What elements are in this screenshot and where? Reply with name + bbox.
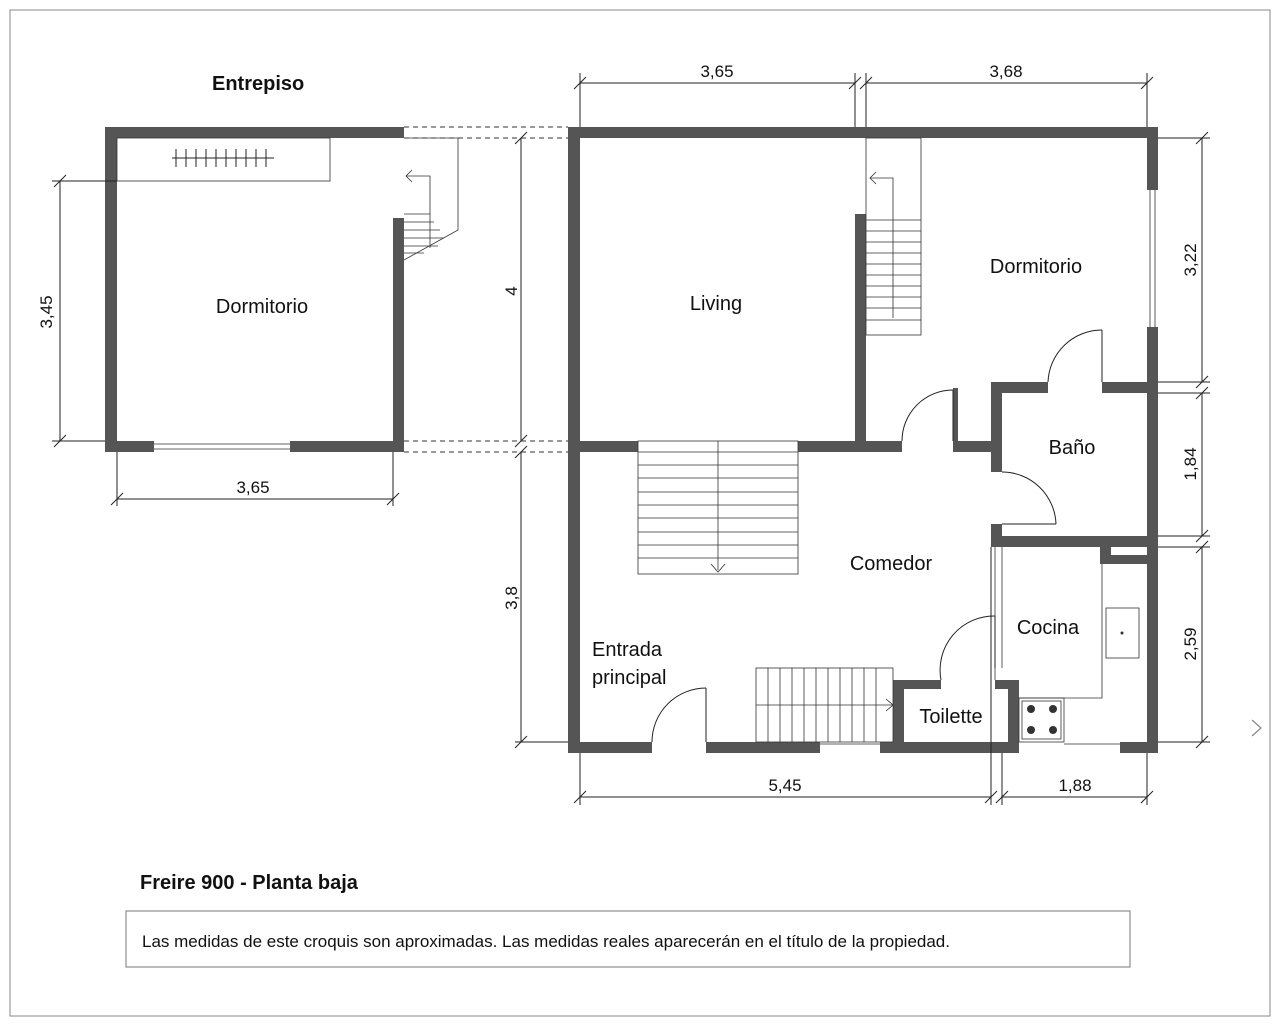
wall [855, 214, 866, 452]
stove-icon [1018, 697, 1065, 743]
door-icon [939, 615, 996, 681]
wall [880, 742, 1014, 753]
wall [290, 441, 404, 452]
dimension-left-mezzanine [52, 174, 105, 448]
wall [956, 441, 1001, 452]
wall [1102, 382, 1158, 393]
dimension-right-upper [1158, 131, 1210, 389]
dimension-label: 3,68 [989, 62, 1022, 81]
wall [105, 441, 154, 452]
room-label-entrada-line2: principal [592, 667, 666, 689]
wall [893, 680, 941, 689]
wall [991, 382, 1002, 472]
door-icon [901, 389, 954, 442]
dimension-bottom-left [573, 547, 998, 805]
dormitorio-stair-icon [865, 137, 922, 336]
room-label-dormitorio: Dormitorio [990, 256, 1082, 278]
dimension-label: 3,65 [236, 478, 269, 497]
dimension-right-lower [1158, 540, 1210, 749]
dimension-center-upper [514, 131, 528, 448]
dimension-label: 3,22 [1181, 243, 1200, 276]
wall [995, 680, 1019, 689]
radiator-icon [172, 149, 274, 167]
wall [991, 536, 1158, 547]
dimension-label: 3,8 [502, 586, 521, 610]
wall [1100, 536, 1111, 564]
room-label-entrada-line1: Entrada [592, 639, 663, 661]
door-icon [1047, 329, 1103, 383]
dimension-label: 2,59 [1181, 627, 1200, 660]
wall [893, 680, 904, 753]
chevron-right-icon[interactable] [1244, 712, 1268, 744]
room-label-cocina: Cocina [1017, 617, 1080, 639]
wall [798, 441, 902, 452]
disclaimer-text: Las medidas de este croquis son aproxima… [142, 932, 950, 951]
dimension-label: 5,45 [768, 776, 801, 795]
entrance-stair-icon [755, 667, 894, 743]
dimension-label: 1,88 [1058, 776, 1091, 795]
dimension-label: 1,84 [1181, 447, 1200, 480]
wall [1147, 127, 1158, 190]
room-label-toilette: Toilette [919, 706, 982, 728]
wall [568, 742, 652, 753]
wall [991, 382, 1048, 393]
room-label-bano: Baño [1049, 437, 1096, 459]
mezzanine-stair-icon [403, 137, 459, 261]
wall [991, 524, 1002, 547]
main-floor-plan: Living Dormitorio Baño Comedor Entrada p… [502, 62, 1210, 805]
disclaimer-box: Las medidas de este croquis son aproxima… [125, 910, 1131, 968]
wall [1100, 555, 1158, 564]
dimension-right-middle [1158, 386, 1210, 543]
wall [1120, 742, 1158, 753]
dimension-bottom-right [995, 753, 1154, 805]
room-label-dormitorio-entrepiso: Dormitorio [216, 296, 308, 318]
wall [105, 127, 117, 452]
wall [706, 742, 820, 753]
main-stair-icon [637, 440, 799, 575]
wall [393, 218, 404, 452]
wall [105, 127, 404, 138]
door-icon [651, 687, 707, 743]
wall [568, 441, 638, 452]
sheet-border [9, 9, 1271, 1017]
dimension-bottom-mezzanine [110, 452, 400, 506]
wall [568, 127, 580, 753]
dimension-center-lower [514, 445, 568, 749]
dimension-label: 3,45 [37, 295, 56, 328]
dimension-label: 3,65 [700, 62, 733, 81]
sink-icon [1105, 607, 1140, 659]
room-label-living: Living [690, 293, 742, 315]
wall [1008, 680, 1019, 753]
dimension-top-left [573, 73, 862, 127]
dimension-label: 4 [502, 286, 521, 295]
wall [568, 127, 1158, 138]
mezzanine-title: Entrepiso [212, 73, 304, 95]
door-icon [1001, 471, 1057, 525]
wall [953, 388, 958, 452]
room-label-comedor: Comedor [850, 553, 933, 575]
plan-title: Freire 900 - Planta baja [140, 872, 359, 894]
mezzanine-plan: Dormitorio 3,45 3,65 [37, 126, 568, 506]
dimension-top-right [859, 73, 1154, 127]
